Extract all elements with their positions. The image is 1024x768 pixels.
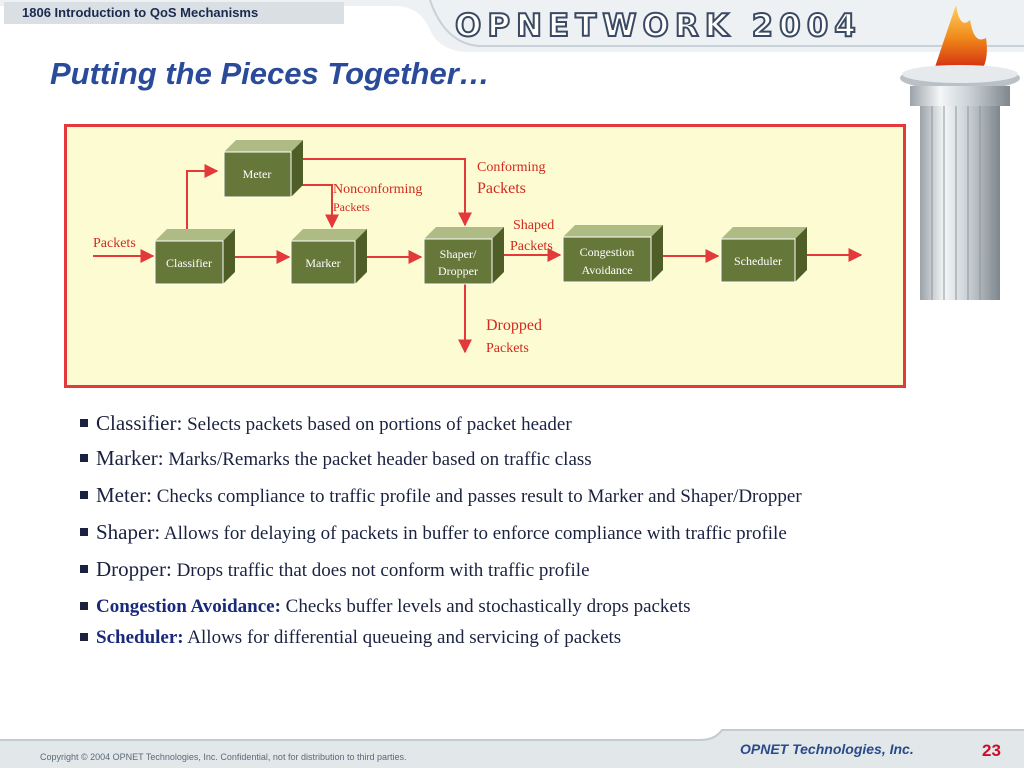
bullet-shaper: Shaper: Allows for delaying of packets i… (80, 519, 840, 547)
bullet-marker-icon (80, 528, 88, 536)
bullet-term: Meter: (96, 483, 152, 507)
shaped-label: Shaped (513, 218, 554, 233)
bullet-desc: Drops traffic that does not conform with… (171, 560, 590, 581)
congestion-avoidance-block: Congestion Avoidance (562, 225, 663, 283)
conforming-packets-label: Packets (477, 180, 526, 197)
meter-label: Meter (243, 167, 272, 181)
classifier-label: Classifier (166, 256, 212, 270)
bullet-term: Scheduler: (96, 627, 184, 648)
bullet-marker: Marker: Marks/Remarks the packet header … (80, 445, 840, 473)
bullet-term: Dropper: (96, 557, 172, 581)
course-title: 1806 Introduction to QoS Mechanisms (4, 2, 344, 24)
bullet-scheduler: Scheduler: Allows for differential queue… (80, 624, 840, 651)
marker-block: Marker (290, 229, 367, 285)
header-decoration (0, 0, 1024, 52)
bullet-term: Classifier: (96, 411, 183, 435)
bullet-marker-icon (80, 565, 88, 573)
dropped-packets-label: Packets (486, 341, 529, 356)
bullet-marker-icon (80, 602, 88, 610)
classifier-to-meter-arrow (186, 164, 219, 231)
bullet-desc: Allows for delaying of packets in buffer… (160, 523, 787, 544)
torch-icon (900, 5, 1020, 300)
congestion-label-line1: Congestion (580, 245, 635, 259)
bullet-desc: Checks compliance to traffic profile and… (151, 486, 802, 507)
bullet-marker-icon (80, 633, 88, 641)
header-bar (0, 0, 1024, 52)
bullet-dropper: Dropper: Drops traffic that does not con… (80, 556, 840, 584)
shaped-packets-label: Packets (510, 239, 553, 254)
bullet-desc: Selects packets based on portions of pac… (182, 414, 572, 435)
bullet-desc: Marks/Remarks the packet header based on… (163, 449, 592, 470)
nonconforming-packets-label: Packets (333, 200, 370, 214)
bullet-marker-icon (80, 454, 88, 462)
slide-title: Putting the Pieces Together… (50, 56, 490, 91)
qos-diagram-canvas: Meter Classifier Marker Shaper/ Dropper … (93, 140, 863, 356)
shaper-label-line2: Dropper (438, 264, 478, 278)
qos-diagram: Meter Classifier Marker Shaper/ Dropper … (64, 124, 906, 388)
classifier-block: Classifier (154, 229, 235, 285)
company-name: OPNET Technologies, Inc. (740, 741, 914, 757)
marker-label: Marker (305, 256, 340, 270)
shaper-dropper-block: Shaper/ Dropper (423, 227, 504, 285)
copyright-text: Copyright © 2004 OPNET Technologies, Inc… (40, 752, 407, 762)
scheduler-label: Scheduler (734, 254, 782, 268)
bullet-marker-icon (80, 491, 88, 499)
footer-decoration (0, 729, 1024, 768)
bullet-marker-icon (80, 419, 88, 427)
shaper-label-line1: Shaper/ (440, 247, 477, 261)
bullet-term: Marker: (96, 446, 164, 470)
meter-to-shaper-arrow (300, 158, 472, 227)
congestion-label-line2: Avoidance (581, 263, 632, 277)
bullet-classifier: Classifier: Selects packets based on por… (80, 410, 840, 438)
bullet-congestion-avoidance: Congestion Avoidance: Checks buffer leve… (80, 593, 840, 620)
bullet-desc: Allows for differential queueing and ser… (183, 627, 622, 648)
nonconforming-label: Nonconforming (333, 182, 422, 197)
scheduler-block: Scheduler (720, 227, 807, 283)
opnetwork-logo: OPNETWORK 2004 (454, 7, 862, 45)
definition-list: Classifier: Selects packets based on por… (80, 410, 840, 660)
dropped-label: Dropped (486, 317, 542, 334)
packets-input-label: Packets (93, 236, 136, 251)
bullet-desc: Checks buffer levels and stochastically … (280, 596, 691, 617)
bullet-term: Congestion Avoidance: (96, 596, 281, 617)
meter-block: Meter (223, 140, 303, 198)
page-number: 23 (982, 741, 1001, 760)
bullet-term: Shaper: (96, 520, 161, 544)
bullet-meter: Meter: Checks compliance to traffic prof… (80, 482, 840, 510)
conforming-label: Conforming (477, 160, 545, 175)
